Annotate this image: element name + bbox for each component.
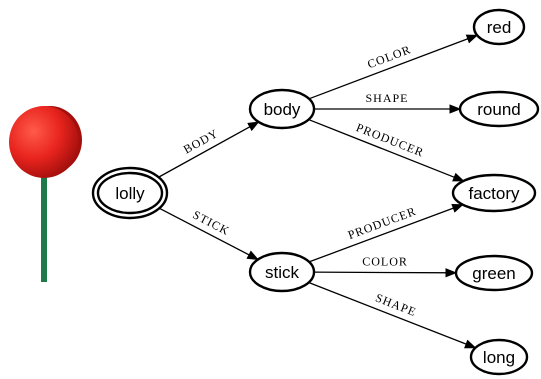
- lollipop-illustration: [9, 106, 82, 282]
- edge-body-red: [308, 34, 479, 100]
- node-label-body: body: [264, 100, 301, 119]
- node-label-green: green: [472, 264, 515, 283]
- node-red: red: [472, 8, 526, 46]
- edge-label-body-red: COLOR: [365, 42, 413, 71]
- node-long: long: [469, 338, 529, 376]
- nodes: lolly body stick red round factory green long: [91, 8, 540, 376]
- node-label-factory: factory: [468, 184, 520, 203]
- edge-body-factory: [308, 118, 465, 182]
- edge-stick-factory: [308, 203, 464, 263]
- edge-label-body-factory: PRODUCER: [354, 120, 426, 160]
- edge-label-stick-long: SHAPE: [374, 291, 419, 320]
- node-ellipse-body: [248, 88, 316, 130]
- node-ellipse-long: [469, 338, 529, 376]
- node-ellipse-lolly: [96, 171, 164, 215]
- edge-label-lolly-body: BODY: [181, 126, 221, 157]
- node-factory: factory: [451, 173, 537, 213]
- node-label-long: long: [483, 348, 515, 367]
- node-green: green: [454, 254, 534, 292]
- node-ellipse-round: [458, 90, 540, 128]
- edge-label-lolly-stick: STICK: [191, 208, 233, 239]
- edge-label-stick-green: COLOR: [362, 254, 408, 268]
- node-ellipse-green: [454, 254, 534, 292]
- edge-lolly-stick: [154, 205, 259, 261]
- edge-label-body-round: SHAPE: [365, 91, 408, 105]
- node-label-lolly: lolly: [115, 184, 145, 203]
- node-ellipse-factory: [451, 173, 537, 213]
- node-body: body: [248, 88, 316, 130]
- node-round: round: [458, 90, 540, 128]
- lollipop-candy: [9, 106, 79, 178]
- lollipop-stick: [41, 170, 47, 282]
- node-label-stick: stick: [265, 263, 300, 282]
- node-lolly: lolly: [91, 166, 169, 220]
- edge-stick-long: [308, 281, 477, 349]
- node-label-red: red: [487, 18, 512, 37]
- edge-stick-green: [313, 268, 458, 278]
- edges: [153, 34, 479, 349]
- node-label-round: round: [477, 100, 520, 119]
- edge-label-stick-factory: PRODUCER: [346, 204, 418, 242]
- node-ellipse-red: [472, 8, 526, 46]
- node-ellipse-stick: [248, 251, 316, 293]
- node-stick: stick: [248, 251, 316, 293]
- edge-lolly-body: [153, 121, 260, 181]
